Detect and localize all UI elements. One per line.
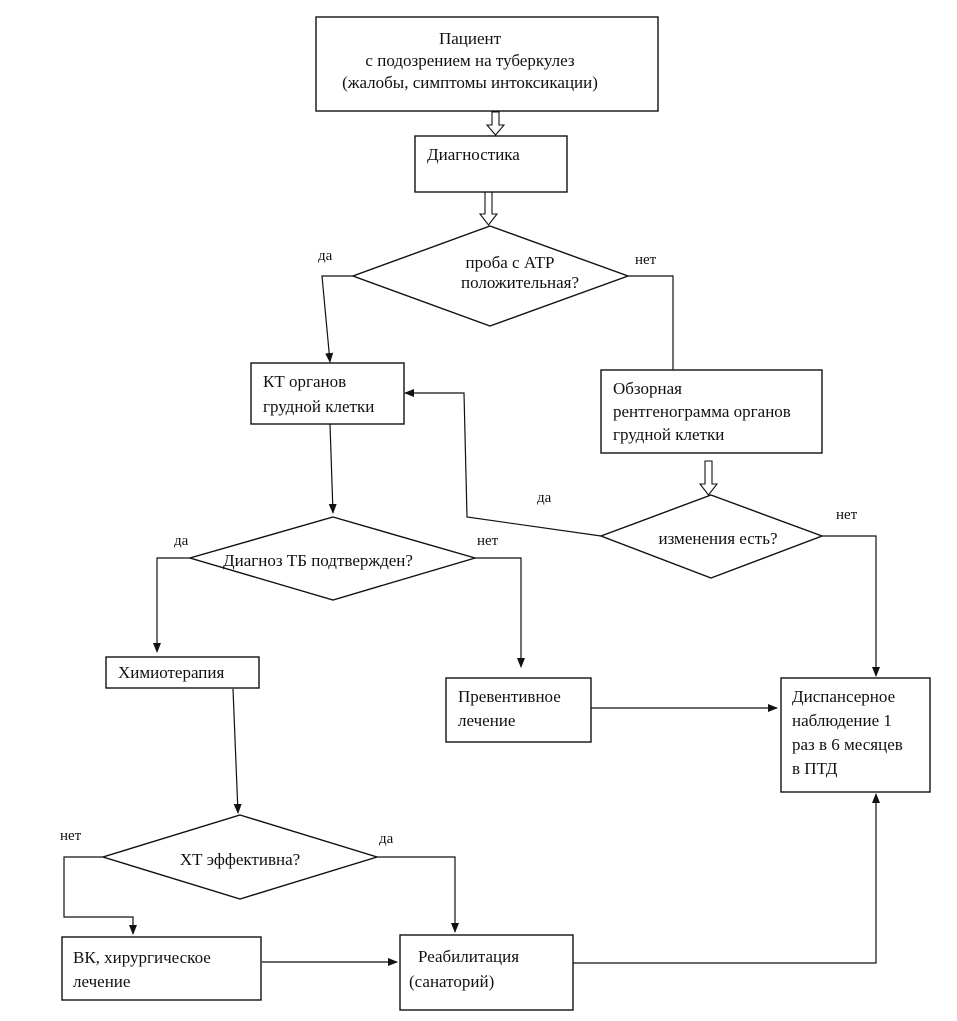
xray-line-1: Обзорная (613, 379, 682, 398)
decision-tb-confirmed: Диагноз ТБ подтвержден? (187, 516, 478, 601)
box-diagnostics: Диагностика (414, 135, 568, 193)
rehab-line-2: (санаторий) (409, 972, 494, 991)
box-xray: Обзорная рентгенограмма органов грудной … (600, 369, 823, 454)
dispensary-line-3: раз в 6 месяцев (792, 735, 903, 754)
connector-atr-no-to-xray (628, 275, 674, 370)
patient-line-2: с подозрением на туберкулез (365, 51, 574, 70)
branch-labels: да нет да нет да нет нет да (60, 248, 858, 847)
decision-atr-test: проба с АТР положительная? (350, 225, 631, 327)
connector-tb-no-to-preventive (475, 557, 525, 668)
connector-rehab-to-dispensary (573, 793, 880, 964)
tb-confirmed-label: Диагноз ТБ подтвержден? (223, 551, 413, 570)
xray-line-2: рентгенограмма органов (613, 402, 791, 421)
box-dispensary: Диспансерное наблюдение 1 раз в 6 месяце… (780, 677, 931, 793)
surgery-line-2: лечение (73, 972, 130, 991)
branch-label-chemo-yes: да (379, 831, 394, 847)
box-rehab: Реабилитация (санаторий) (399, 934, 574, 1011)
diagnostics-label: Диагностика (427, 145, 520, 164)
box-ct-chest: КТ органов грудной клетки (250, 362, 405, 425)
decision-changes: изменения есть? (599, 494, 824, 579)
hollow-arrow-patient-to-diagnostics (485, 111, 506, 136)
xray-line-3: грудной клетки (613, 425, 724, 444)
box-patient: Пациент с подозрением на туберкулез (жал… (315, 16, 659, 112)
dispensary-line-1: Диспансерное (792, 687, 895, 706)
connector-ct-to-tb-confirmed (328, 423, 337, 514)
connector-chemo-to-effective (232, 688, 242, 814)
connector-effective-yes-to-rehab (377, 856, 459, 933)
ct-chest-line-2: грудной клетки (263, 397, 374, 416)
patient-line-3: (жалобы, симптомы интоксикации) (342, 73, 598, 92)
rehab-line-1: Реабилитация (418, 947, 519, 966)
branch-label-changes-yes: да (537, 490, 552, 506)
branch-label-atr-yes: да (318, 248, 333, 264)
hollow-arrows (478, 111, 719, 496)
decision-chemo-effective: ХТ эффективна? (100, 814, 380, 900)
connector-tb-yes-to-chemo (153, 557, 192, 653)
connector-changes-no-to-dispensary (822, 535, 880, 677)
changes-label: изменения есть? (658, 529, 777, 548)
surgery-line-1: ВК, хирургическое (73, 948, 211, 967)
patient-line-1: Пациент (439, 29, 502, 48)
box-surgery: ВК, хирургическое лечение (61, 936, 262, 1001)
hollow-arrow-xray-to-changes (698, 460, 719, 496)
ct-chest-line-1: КТ органов (263, 372, 346, 391)
hollow-arrow-diagnostics-to-atr (478, 191, 499, 226)
branch-label-atr-no: нет (635, 252, 657, 268)
branch-label-chemo-no: нет (60, 828, 82, 844)
box-preventive: Превентивное лечение (445, 677, 592, 743)
chemo-effective-label: ХТ эффективна? (180, 850, 300, 869)
branch-label-tb-yes: да (174, 533, 189, 549)
preventive-line-2: лечение (458, 711, 515, 730)
branch-label-changes-no: нет (836, 507, 858, 523)
branch-label-tb-no: нет (477, 533, 499, 549)
preventive-line-1: Превентивное (458, 687, 561, 706)
connector-effective-no-to-surgery (63, 856, 137, 935)
dispensary-line-4: в ПТД (792, 759, 838, 778)
dispensary-line-2: наблюдение 1 (792, 711, 892, 730)
atr-test-line-1: проба с АТР (466, 253, 555, 272)
connectors (63, 275, 880, 966)
box-chemo: Химиотерапия (105, 656, 260, 689)
connector-changes-yes-to-ct (404, 389, 602, 537)
atr-test-line-2: положительная? (461, 273, 579, 292)
chemo-label: Химиотерапия (118, 663, 224, 682)
connector-atr-yes-to-ct (321, 275, 357, 363)
